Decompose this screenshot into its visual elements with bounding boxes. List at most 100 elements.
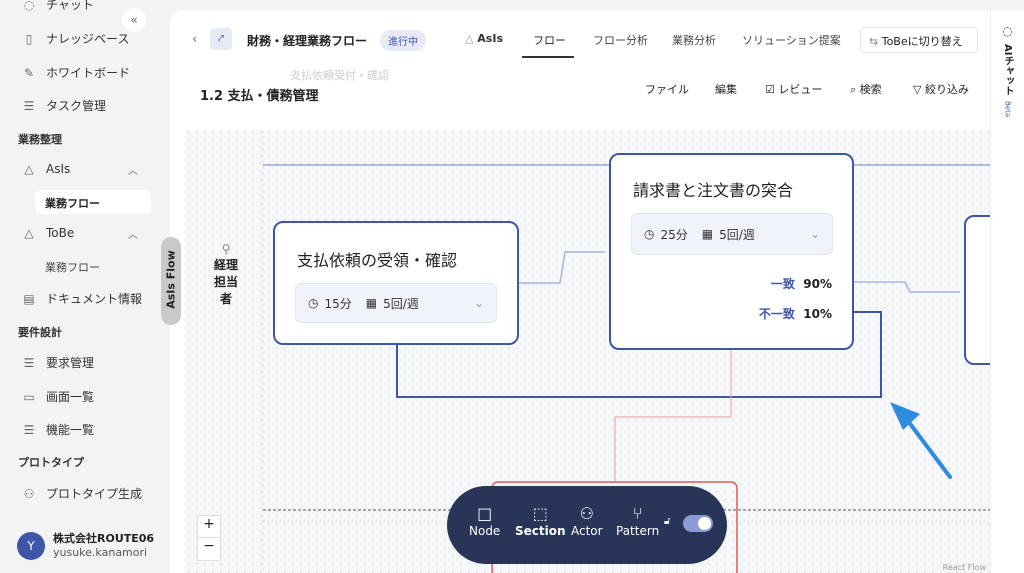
chevron-down-icon[interactable]: ⌄: [809, 227, 820, 241]
node-title: 支払依頼の受領・確認: [297, 251, 458, 270]
sidebar-item-screens[interactable]: ▭画面一覧: [23, 389, 95, 405]
active-tab-indicator: [522, 56, 574, 58]
triangle-icon: △: [465, 32, 478, 45]
section-prototype: プロトタイプ: [18, 456, 84, 469]
flow-node[interactable]: 支払依頼の受領・確認 ◷15分▦5回/週⌄: [273, 221, 519, 345]
chevron-up-icon[interactable]: ︿: [128, 166, 138, 177]
sidebar-item-prototype[interactable]: ⚇プロトタイプ生成: [23, 486, 143, 502]
ai-chat-panel[interactable]: ◌ AIチャット Beta: [990, 10, 1024, 573]
sidebar-item-tobe[interactable]: △ToBe: [22, 226, 74, 240]
sidebar-item-requirements[interactable]: ☰要求管理: [23, 355, 95, 371]
person-icon: ⚲: [221, 242, 231, 256]
calendar-icon: ▦: [701, 227, 714, 241]
tab-flow-analysis[interactable]: フロー分析: [593, 34, 648, 47]
book-icon: ▯: [25, 31, 33, 46]
sidebar-item-document[interactable]: ▤ドキュメント情報: [23, 291, 143, 307]
chevron-down-icon[interactable]: ⌄: [473, 296, 484, 310]
checkbox-icon: ☑: [765, 83, 779, 96]
sidebar-item-asis[interactable]: △AsIs: [22, 162, 70, 176]
document-icon: ▤: [23, 291, 35, 306]
calendar-icon: ▦: [365, 296, 378, 310]
user-name: yusuke.kanamori: [53, 546, 148, 559]
triangle-icon: △: [24, 162, 34, 176]
menu-file[interactable]: ファイル: [645, 83, 689, 96]
search-icon: ⌕: [850, 83, 860, 96]
branch-icon: ⑂: [632, 504, 643, 523]
section-requirements: 要件設計: [18, 326, 62, 339]
switch-tobe-button[interactable]: ⇆ ToBeに切り替え: [860, 27, 978, 53]
page-title: 財務・経理業務フロー: [247, 34, 368, 48]
filter-icon: ▽: [913, 83, 925, 96]
org-name: 株式会社ROUTE06: [53, 532, 155, 545]
edge-match: [853, 281, 960, 293]
monitor-icon: ▭: [23, 389, 35, 404]
clock-icon: ◷: [308, 296, 319, 310]
tab-flow[interactable]: フロー: [533, 34, 566, 47]
status-badge: 進行中: [380, 30, 426, 51]
node-meta: ◷15分▦5回/週⌄: [295, 283, 497, 323]
handle-label: AsIs Flow: [164, 250, 178, 309]
attribution[interactable]: React Flow: [942, 563, 986, 572]
menu-edit[interactable]: 編集: [715, 83, 737, 96]
menu-filter[interactable]: ▽ 絞り込み: [913, 83, 969, 96]
node-title: 請求書と注文書の突合: [633, 181, 794, 200]
flow-icon: ⤤: [210, 28, 232, 50]
zoom-out-button[interactable]: −: [203, 538, 215, 554]
people-icon: ⚇: [579, 504, 594, 523]
clock-icon: ◷: [644, 227, 655, 241]
asis-flow-handle[interactable]: AsIs Flow: [161, 237, 181, 325]
section-business: 業務整理: [18, 133, 62, 146]
edge-mismatch: [396, 311, 882, 398]
ai-chat-label: AIチャット: [1002, 44, 1013, 96]
chat-icon: ◌: [1002, 24, 1013, 38]
lock-toggle[interactable]: [683, 515, 713, 532]
toolbar-pattern[interactable]: ⑂Pattern: [616, 504, 660, 538]
branch-match: 一致 90%: [770, 277, 832, 291]
pointer-arrow: [903, 415, 952, 479]
ghost-title: 支払依頼受付・確認: [290, 69, 389, 82]
list-icon: ☰: [23, 355, 35, 370]
square-icon: □: [477, 504, 493, 523]
collapse-sidebar-button[interactable]: «: [122, 8, 146, 32]
beta-badge: Beta: [1003, 101, 1012, 118]
list-icon: ☰: [23, 422, 35, 437]
tab-business-analysis[interactable]: 業務分析: [672, 34, 716, 47]
task-list-icon: ☰: [23, 98, 35, 113]
node-meta: ◷25分▦5回/週⌄: [631, 213, 833, 255]
lock-icon: 🔓︎: [664, 516, 671, 527]
toolbar-section[interactable]: ⬚Section: [515, 504, 566, 538]
menu-review[interactable]: ☑ レビュー: [765, 83, 823, 96]
sidebar-item-whiteboard[interactable]: ✎ホワイトボード: [23, 65, 131, 81]
sidebar-item-tobe-flow[interactable]: 業務フロー: [45, 261, 100, 274]
flow-node[interactable]: 請求書と注文書の突合 ◷25分▦5回/週⌄ 一致 90% 不一致 10%: [609, 153, 854, 350]
sidebar-item-knowledge[interactable]: ▯ナレッジベース: [22, 30, 130, 47]
edge-1-2: [518, 251, 605, 284]
zoom-controls: + −: [197, 515, 221, 561]
flow-node-partial[interactable]: [964, 215, 990, 365]
whiteboard-icon: ✎: [23, 65, 35, 80]
canvas-toolbar: □Node ⬚Section ⚇Actor ⑂Pattern 🔓︎: [447, 486, 727, 564]
users-icon: ⚇: [23, 486, 35, 501]
avatar[interactable]: Y: [17, 532, 45, 560]
back-icon[interactable]: ‹: [192, 32, 198, 47]
sidebar-item-tasks[interactable]: ☰タスク管理: [23, 98, 107, 114]
edge-down: [614, 350, 732, 482]
lane-actor: ⚲経理担当者: [211, 242, 241, 307]
triangle-icon: △: [24, 226, 34, 240]
branch-mismatch: 不一致 10%: [758, 307, 832, 321]
mode-label: △ AsIs: [465, 32, 503, 45]
sidebar-item-functions[interactable]: ☰機能一覧: [23, 422, 95, 438]
sidebar-item-asis-flow[interactable]: 業務フロー: [35, 190, 151, 214]
chevron-up-icon[interactable]: ︿: [128, 230, 138, 241]
dashed-square-icon: ⬚: [532, 504, 548, 523]
toolbar-node[interactable]: □Node: [469, 504, 501, 538]
chat-icon: ◌: [23, 0, 35, 12]
tab-solution[interactable]: ソリューション提案: [742, 34, 841, 47]
sidebar-item-chat[interactable]: ◌チャット: [22, 0, 94, 13]
zoom-in-button[interactable]: +: [198, 516, 220, 538]
toolbar-actor[interactable]: ⚇Actor: [571, 504, 603, 538]
swap-icon: ⇆: [869, 35, 882, 48]
section-title: 1.2 支払・債務管理: [200, 89, 319, 104]
menu-search[interactable]: ⌕ 検索: [850, 83, 882, 96]
subheader: [170, 100, 990, 130]
